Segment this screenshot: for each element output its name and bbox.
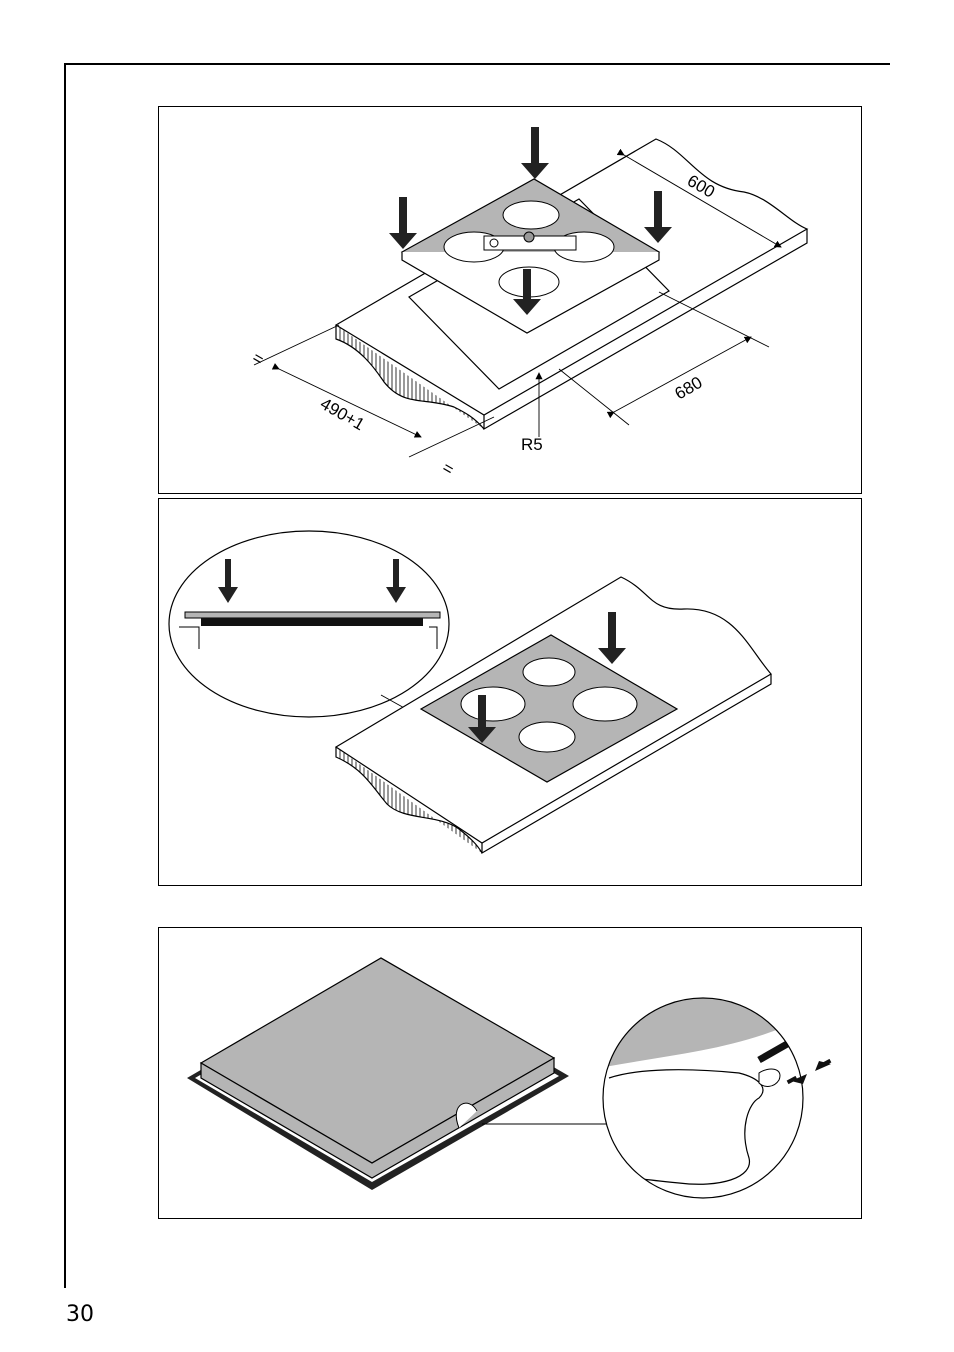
cutout-dimensions-drawing: 600 680 490+1 R5 = = xyxy=(159,107,861,493)
hob-underside xyxy=(187,958,569,1190)
detail-zoom-circle xyxy=(599,988,831,1208)
radius-label: R5 xyxy=(521,435,543,454)
sealing-tape-drawing xyxy=(159,928,861,1218)
page-frame-top-rule xyxy=(64,63,890,65)
figure-cutout-dimensions: 600 680 490+1 R5 = = xyxy=(158,106,862,494)
equal-sign-right: = xyxy=(439,458,457,479)
figure-sealing-tape xyxy=(158,927,862,1219)
equal-sign-left: = xyxy=(249,348,267,369)
arrow-down-icon xyxy=(389,197,417,249)
page-number: 30 xyxy=(66,1302,94,1327)
arrow-down-icon xyxy=(521,127,549,179)
dimension-cutout-label: 490+1 xyxy=(317,394,368,434)
hob-installation-drawing xyxy=(159,499,861,885)
page-frame-left-rule xyxy=(64,63,66,1288)
figure-hob-installation xyxy=(158,498,862,886)
detail-zoom-circle xyxy=(169,531,449,717)
